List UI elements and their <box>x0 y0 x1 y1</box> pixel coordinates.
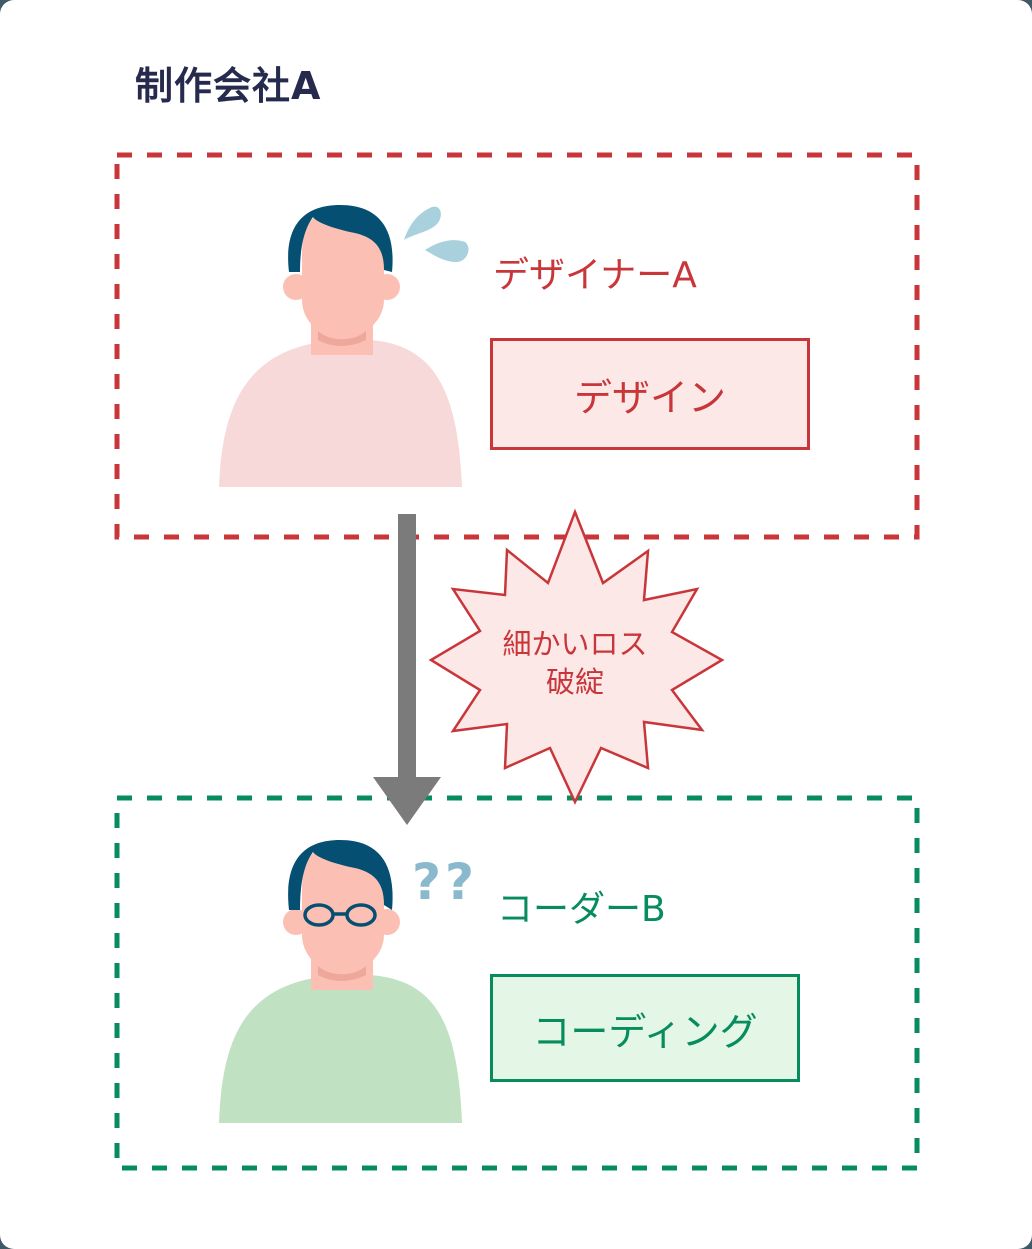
problem-line-1: 細かいロス <box>502 627 648 661</box>
coder-task-box: コーディング <box>490 974 800 1082</box>
glasses-icon <box>303 903 377 927</box>
company-title: 制作会社A <box>135 64 322 108</box>
sweat-drop-icon <box>404 206 469 262</box>
designer-task-label: デザイン <box>573 375 726 420</box>
problem-line-2: 破綻 <box>545 665 604 699</box>
coder-avatar <box>219 840 462 1123</box>
designer-task-box: デザイン <box>490 338 810 450</box>
coder-task-label: コーディング <box>532 1009 758 1054</box>
designer-dashed-boundary <box>114 152 920 540</box>
handoff-arrow <box>373 514 441 825</box>
designer-avatar <box>219 205 462 487</box>
problem-text: 細かいロス 破綻 <box>470 625 680 701</box>
coder-dashed-boundary <box>114 795 920 1171</box>
coder-name: コーダーB <box>497 889 666 930</box>
question-marks-icon: ?? <box>412 853 479 911</box>
designer-name: デザイナーA <box>493 255 697 296</box>
problem-burst <box>428 508 725 805</box>
